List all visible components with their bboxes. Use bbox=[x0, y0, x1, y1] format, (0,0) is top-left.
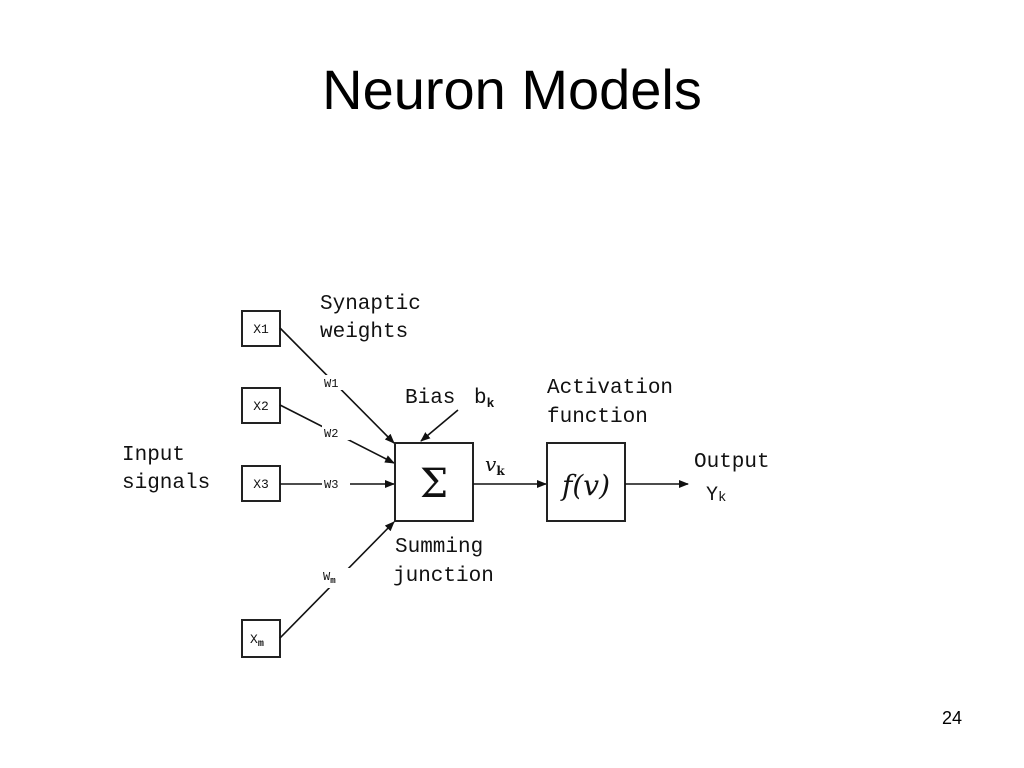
weight-wm-label: Wm bbox=[323, 570, 336, 586]
summing-junction-line1: Summing bbox=[395, 536, 483, 559]
bias-label: Bias bk bbox=[405, 387, 495, 411]
input-node-x1 bbox=[241, 310, 281, 347]
activation-function-label: Activation function bbox=[547, 377, 686, 429]
induced-field-subscript: k bbox=[496, 464, 505, 478]
input-node-x2 bbox=[241, 387, 281, 424]
summing-junction-label: Summing junction bbox=[393, 536, 496, 588]
input-node-x2-label: X2 bbox=[253, 399, 269, 414]
induced-field-symbol: v bbox=[485, 452, 497, 476]
bias-subscript: k bbox=[487, 396, 495, 411]
summing-junction-line2: junction bbox=[393, 565, 494, 588]
input-node-xm-symbol: X bbox=[250, 632, 258, 647]
input-node-xm bbox=[241, 619, 281, 658]
input-node-xm-subscript: m bbox=[258, 639, 264, 650]
induced-field-label: vk bbox=[485, 452, 505, 478]
weight-w2-bg bbox=[322, 425, 350, 440]
weight-wm-bg bbox=[320, 568, 352, 588]
activation-function-line2: function bbox=[547, 406, 648, 429]
bias-word: Bias bbox=[405, 387, 455, 410]
bias-symbol: b bbox=[474, 387, 487, 410]
input-node-x3 bbox=[241, 465, 281, 502]
summing-junction-box bbox=[394, 442, 474, 522]
weight-w2-label: W2 bbox=[324, 427, 338, 441]
slide-title: Neuron Models bbox=[322, 58, 702, 121]
bias-arrow bbox=[420, 409, 459, 442]
weight-wm-subscript: m bbox=[330, 576, 336, 586]
weight-w3-label: W3 bbox=[324, 478, 338, 492]
output-symbol: Y bbox=[706, 484, 718, 507]
input-signals-line1: Input bbox=[122, 444, 185, 467]
activation-formula: f(v) bbox=[560, 469, 610, 502]
output-subscript: k bbox=[718, 490, 726, 506]
weight-wm-symbol: W bbox=[323, 570, 331, 584]
input-signals-line2: signals bbox=[122, 472, 210, 495]
synaptic-weights-label: Synaptic weights bbox=[320, 293, 433, 344]
input-node-x3-label: X3 bbox=[253, 477, 269, 492]
weight-w1-bg bbox=[322, 375, 350, 390]
weight-w3-bg bbox=[322, 476, 350, 491]
summing-symbol: Σ bbox=[420, 461, 448, 507]
synaptic-weights-line1: Synaptic bbox=[320, 293, 421, 316]
activation-function-line1: Activation bbox=[547, 377, 673, 400]
output-label: Output bbox=[694, 451, 770, 474]
input-node-xm-label: Xm bbox=[250, 632, 264, 650]
synaptic-weights-line2: weights bbox=[320, 321, 408, 344]
activation-function-box bbox=[546, 442, 626, 522]
slide-number: 24 bbox=[941, 708, 962, 728]
input-node-x1-label: X1 bbox=[253, 322, 269, 337]
output-symbol-label: Yk bbox=[706, 484, 726, 507]
input-signals-label: Input signals bbox=[122, 444, 210, 495]
weight-w1-label: W1 bbox=[324, 377, 338, 391]
